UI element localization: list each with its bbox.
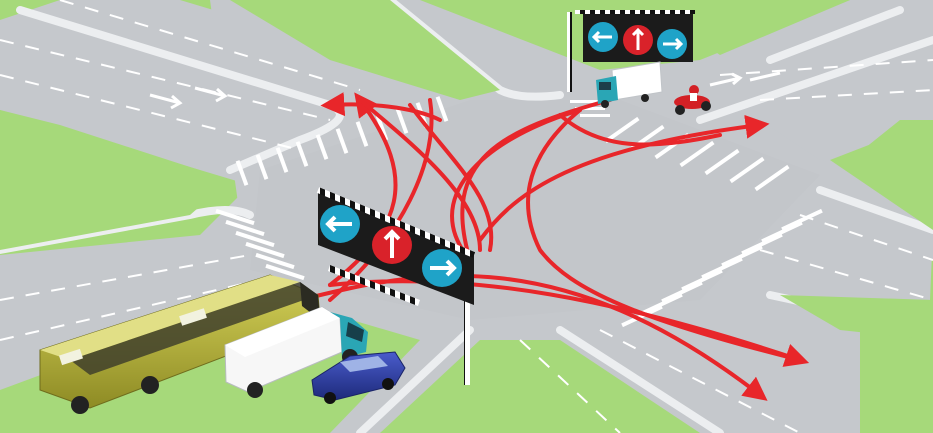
sign-pole-far [567,12,572,92]
sign-pole [464,250,470,385]
crosswalk-right [604,116,790,192]
crosswalk-left [215,208,305,281]
stop-line [328,265,420,306]
bus [39,274,321,414]
crosswalks [215,96,823,328]
crosswalk-top [235,96,449,186]
road-lane-arrows [149,71,781,110]
crosswalk-bottom [621,208,823,328]
car [311,351,406,404]
traffic-sign-far [567,10,695,92]
motorcycle [674,85,711,115]
crosswalk-far-right [570,100,610,117]
traffic-sign-near [316,187,476,385]
truck-far [596,61,663,108]
